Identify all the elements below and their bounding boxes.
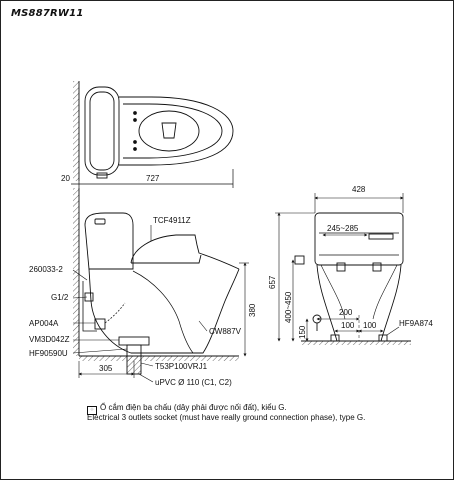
socket-symbol bbox=[294, 255, 305, 265]
top-wall-hatch bbox=[73, 81, 79, 181]
stop-valve bbox=[94, 318, 106, 330]
dim-rough-in: 305 bbox=[99, 364, 113, 373]
front-nozzle-left bbox=[336, 262, 346, 272]
note-vn: ⁘Ổ cắm điện ba chấu (dây phải được nối đ… bbox=[87, 403, 287, 415]
side-tank bbox=[84, 212, 134, 270]
note-vn-text: Ổ cắm điện ba chấu (dây phải được nối đấ… bbox=[100, 403, 287, 412]
top-view bbox=[71, 81, 234, 188]
dim-wall-offset: 20 bbox=[61, 174, 70, 183]
bowl-outlet bbox=[161, 122, 177, 139]
tank-inner bbox=[89, 91, 115, 171]
dim-supply-height: 150 bbox=[298, 325, 307, 339]
bowl-opening bbox=[138, 110, 200, 152]
label-fitting: HF9A874 bbox=[399, 319, 433, 328]
seat-top-outline bbox=[123, 103, 223, 159]
dim-total-height: 657 bbox=[268, 275, 277, 289]
front-pedestal bbox=[316, 264, 402, 342]
front-floor-hatch bbox=[301, 341, 411, 345]
seat-lid-outline bbox=[130, 234, 240, 270]
flex-hose bbox=[104, 302, 126, 324]
side-floor-hatch bbox=[79, 356, 239, 361]
tank-outline bbox=[84, 86, 120, 176]
front-bolt-left bbox=[330, 334, 340, 342]
front-tank bbox=[314, 212, 404, 266]
side-view bbox=[72, 188, 249, 383]
label-seat: TCF4911Z bbox=[153, 216, 191, 225]
bowl-top-outline bbox=[119, 96, 234, 166]
dim-supply-offset: 200 bbox=[339, 308, 353, 317]
top-bolt-4 bbox=[133, 147, 137, 151]
dim-rim-height: 380 bbox=[248, 303, 257, 317]
bowl-body bbox=[88, 268, 240, 354]
socket-icon: ⁘ bbox=[87, 406, 97, 415]
dim-width: 428 bbox=[352, 185, 366, 194]
front-nozzle-right bbox=[372, 262, 382, 272]
dim-bolt-left: 100 bbox=[341, 321, 355, 330]
bowl-trapway bbox=[132, 270, 194, 354]
drain-pipe-top bbox=[126, 344, 142, 357]
dim-bolt-right: 100 bbox=[363, 321, 377, 330]
model-number: MS887RW11 bbox=[11, 8, 84, 19]
label-thread: G1/2 bbox=[51, 293, 69, 302]
label-hose: VM3D042Z bbox=[29, 335, 70, 344]
label-bowl: CW887V bbox=[209, 327, 242, 336]
label-drain: T53P100VRJ1 bbox=[155, 362, 208, 371]
top-bolt-2 bbox=[133, 118, 137, 122]
dim-length: 727 bbox=[146, 174, 160, 183]
flush-lever bbox=[94, 218, 106, 225]
front-view bbox=[275, 193, 411, 345]
dim-seat-range: 245~285 bbox=[327, 224, 359, 233]
supply-stub-top bbox=[96, 172, 108, 179]
drain-flange bbox=[118, 336, 150, 346]
seat-ring bbox=[131, 254, 202, 264]
front-bolt-right bbox=[378, 334, 388, 342]
label-supply-code: 260033-2 bbox=[29, 265, 63, 274]
front-control-panel bbox=[368, 233, 394, 240]
note-en: Electrical 3 outlets socket (must have r… bbox=[87, 413, 366, 422]
label-pipe: uPVC Ø 110 (C1, C2) bbox=[155, 378, 232, 387]
dim-socket-height: 400~450 bbox=[284, 291, 293, 323]
label-valve: AP004A bbox=[29, 319, 59, 328]
label-flange: HF90590U bbox=[29, 349, 68, 358]
top-bolt-1 bbox=[133, 111, 137, 115]
supply-pipe bbox=[82, 281, 97, 332]
top-bolt-3 bbox=[133, 140, 137, 144]
